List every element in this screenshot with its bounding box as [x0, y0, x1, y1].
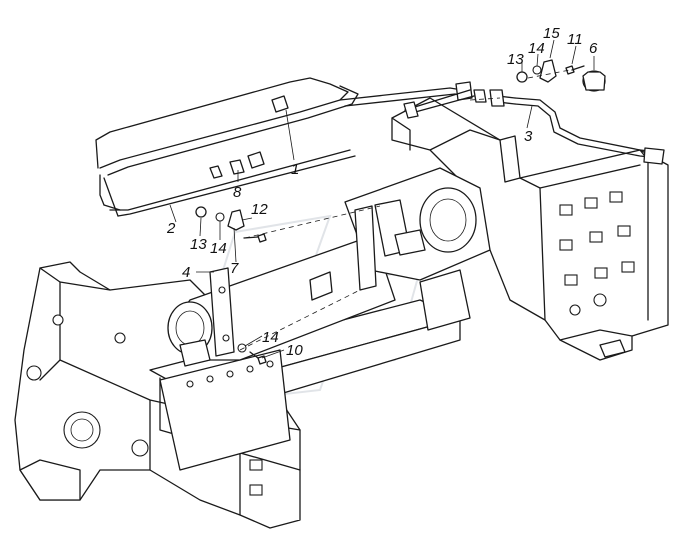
small-hardware: [195, 59, 606, 365]
callout-13-left: 13: [190, 236, 207, 253]
callout-14-right: 14: [528, 40, 545, 57]
callout-7: 7: [230, 260, 239, 277]
callout-2: 2: [166, 220, 176, 237]
callout-3: 3: [524, 128, 533, 145]
leader-lines: [169, 39, 595, 359]
assembly-lines: [239, 69, 571, 351]
callout-12: 12: [251, 201, 268, 218]
callout-labels: 1 2 3 4 6 7 8 10 11 12 13 13 14 14 14 15: [166, 25, 598, 359]
callout-13-right: 13: [507, 51, 524, 68]
callout-8: 8: [233, 184, 242, 201]
frame-rail: [149, 299, 461, 471]
callout-11: 11: [567, 31, 583, 48]
callout-14-left: 14: [210, 240, 227, 257]
callout-10: 10: [286, 342, 303, 359]
callout-14-lower: 14: [262, 329, 279, 346]
front-frame-section: [14, 261, 301, 529]
callout-6: 6: [589, 40, 598, 57]
bracket-plate: [209, 267, 235, 357]
callout-4: 4: [182, 264, 190, 281]
callout-15: 15: [543, 25, 560, 42]
callout-1: 1: [291, 161, 299, 178]
